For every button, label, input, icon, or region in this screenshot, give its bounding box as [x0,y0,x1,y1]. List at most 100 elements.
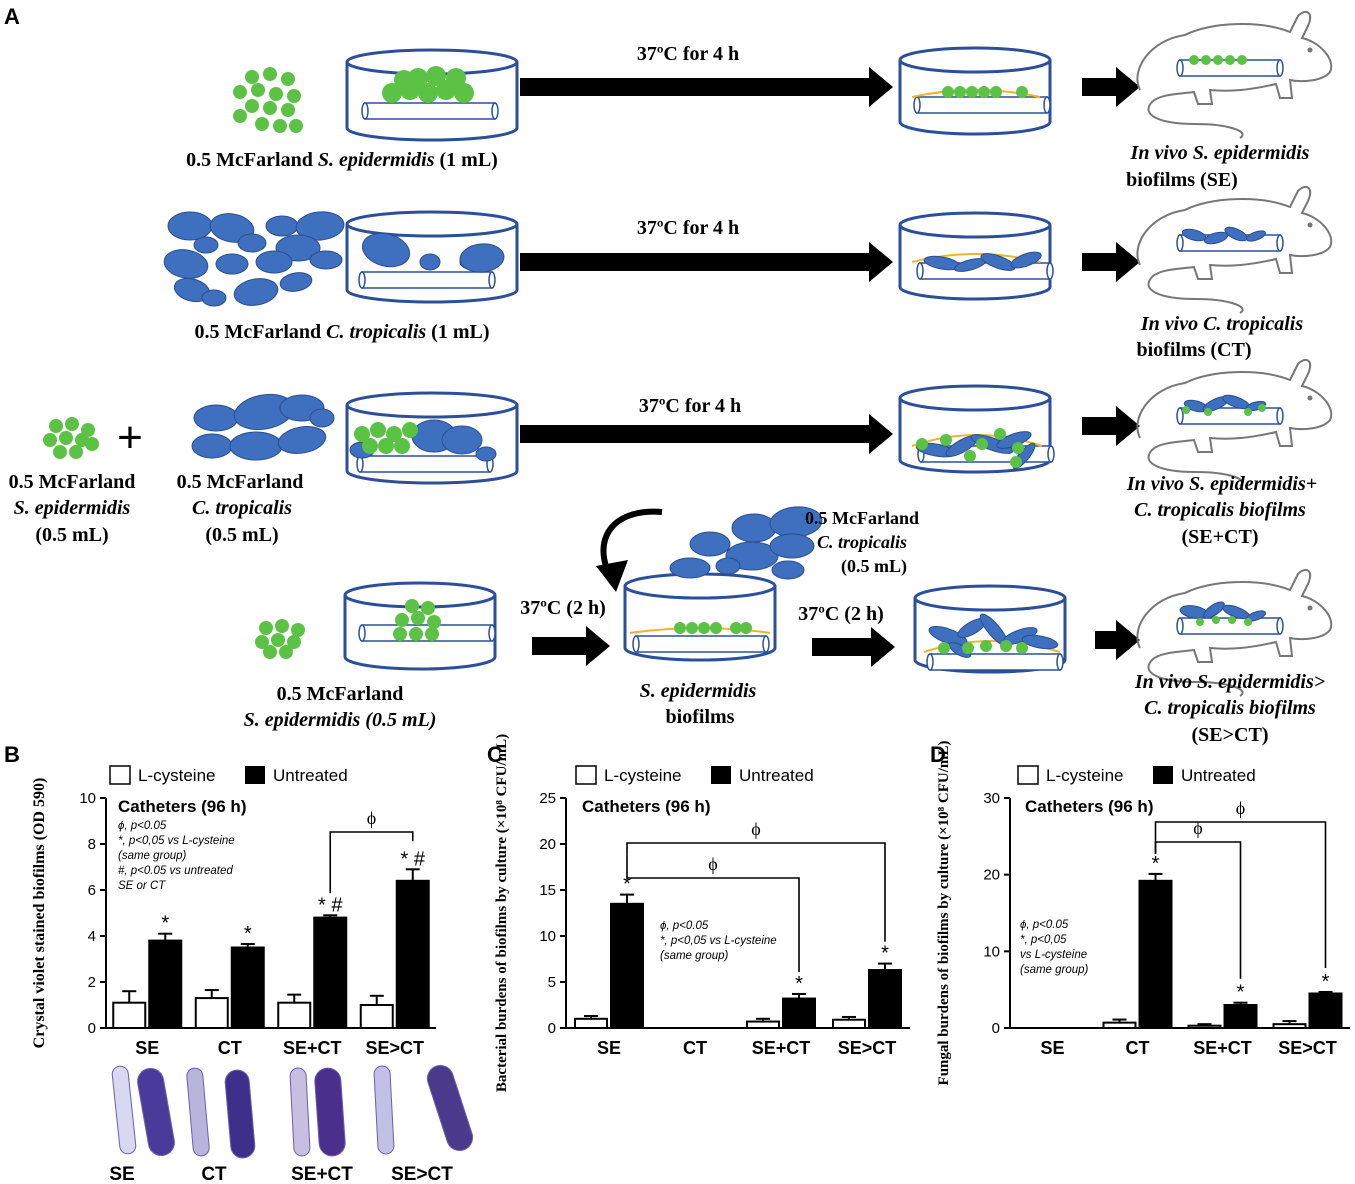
catheter-end [1056,653,1064,671]
arrow-head [1116,67,1140,107]
bacteria-cluster [1182,404,1266,416]
bacterium-cell [1196,618,1204,626]
row4-step1-label: 37ºC (2 h) [520,597,606,619]
mouse-eye [1307,605,1313,611]
bacterium-cell [275,619,289,633]
y-tick-label: 0 [88,1020,96,1037]
legend-swatch-lcysteine [575,765,597,785]
category-label: SE>CT [838,1038,897,1058]
bacterium-cell [978,86,990,98]
bacterium-cell [964,450,976,462]
yeast-cluster [1179,601,1266,622]
catheter-end [1043,96,1051,114]
row1-inoculum-label: 0.5 McFarland S. epidermidis (1 mL) [186,149,498,171]
arrow-shaft [520,78,871,96]
yeast-cell [475,446,497,462]
mouse-body [1136,10,1333,139]
bacterium-cell [273,119,287,133]
catheter [356,455,494,473]
significance-marker: * # [401,848,426,870]
bacterium-cell [740,622,752,634]
y-tick-label: 25 [539,790,556,807]
catheter-end [762,635,770,653]
bar-untreated [782,997,816,1029]
y-tick-label: 20 [983,867,1000,884]
panel-letter-b: B [4,742,20,767]
legend-label-lcysteine: L-cysteine [604,766,681,785]
arrow-head [871,627,895,667]
yeast-cell [419,253,441,271]
significance-marker: * [795,973,803,995]
yeast-cell [1203,601,1225,619]
bacterium-cell [1000,640,1012,652]
catheter-end [1276,617,1284,635]
bacterium-cell [255,117,269,131]
bacterium-cell [395,613,409,627]
yeast-cell [167,211,213,241]
yeast-cell [295,211,345,241]
dish-rim [623,572,777,600]
bacterium-cell [426,66,446,86]
dish-wall [623,586,777,662]
category-label: SE [597,1038,621,1058]
significance-marker: * [881,943,889,965]
arrow-row4-step2 [812,627,895,667]
bacterium-cell [69,445,83,459]
dish-rim [345,210,519,238]
row1-result-label: In vivo S. epidermidis biofilms (SE) [1126,142,1310,191]
y-tick-label: 6 [88,882,96,899]
significance-bracket: ϕ [1154,798,1327,968]
arrow-row3-incubation [520,414,893,454]
bacteria-cluster [43,417,99,459]
svg-text:(0.5 mL): (0.5 mL) [841,556,907,577]
significance-bracket: ϕ [626,819,886,942]
bacterium-cell [43,433,57,447]
bacterium-cell [940,434,952,446]
bacterium-cell [263,645,277,659]
bacterium-cell [446,68,466,88]
bar-untreated [313,916,348,1029]
bar-untreated [230,946,265,1029]
yeast-cell [215,253,249,275]
arrow-head [1116,620,1140,660]
y-tick-label: 10 [539,928,556,945]
bacterium-cell [85,437,99,451]
yeast-cell [255,250,293,274]
mouse-eye [1307,395,1313,401]
bacterium-cell [65,417,79,431]
y-tick-label: 30 [983,790,1000,807]
yeast-cell [265,215,299,237]
svg-text:C. tropicalis biofilms: C. tropicalis biofilms [1144,697,1316,719]
row4-result-label: In vivo S. epidermidis> C. tropicalis bi… [1134,671,1325,746]
y-tick-label: 10 [79,790,96,807]
catheter [913,96,1051,114]
bar-lcysteine [277,1001,312,1030]
catheter [926,653,1064,671]
bacterium-cell [382,83,402,103]
bracket-line [626,842,886,942]
svg-text:0.5 McFarland: 0.5 McFarland [9,471,136,493]
catheter-tube [361,271,493,289]
catheter-photo [314,1067,346,1157]
arrow-row3-implant [1082,406,1140,446]
bacterium-cell [710,622,722,634]
arrow-shaft [1082,253,1118,271]
legend-swatch-lcysteine [109,765,131,785]
catheter-photo [373,1065,395,1155]
y-axis-label: Bacterial burdens of biofilms by culture… [494,734,510,1092]
catheter-photo [289,1067,311,1157]
catheter [358,271,496,289]
row4-step2-label: 37ºC (2 h) [798,603,884,625]
y-tick-label: 5 [548,974,556,991]
bacterium-cell [942,86,954,98]
yeast-cell [279,272,313,292]
bacterium-cell [255,635,269,649]
catheter-end [1176,407,1184,425]
bacterium-cell [402,422,418,438]
catheter-tube [359,455,491,473]
bacterium-cell [990,86,1002,98]
bacterium-cell [245,70,259,84]
bacterium-cell [994,428,1006,440]
dish-row3-inoculation [345,391,519,485]
stats-note: *, p<0,05 vs L-cysteine [118,835,235,847]
